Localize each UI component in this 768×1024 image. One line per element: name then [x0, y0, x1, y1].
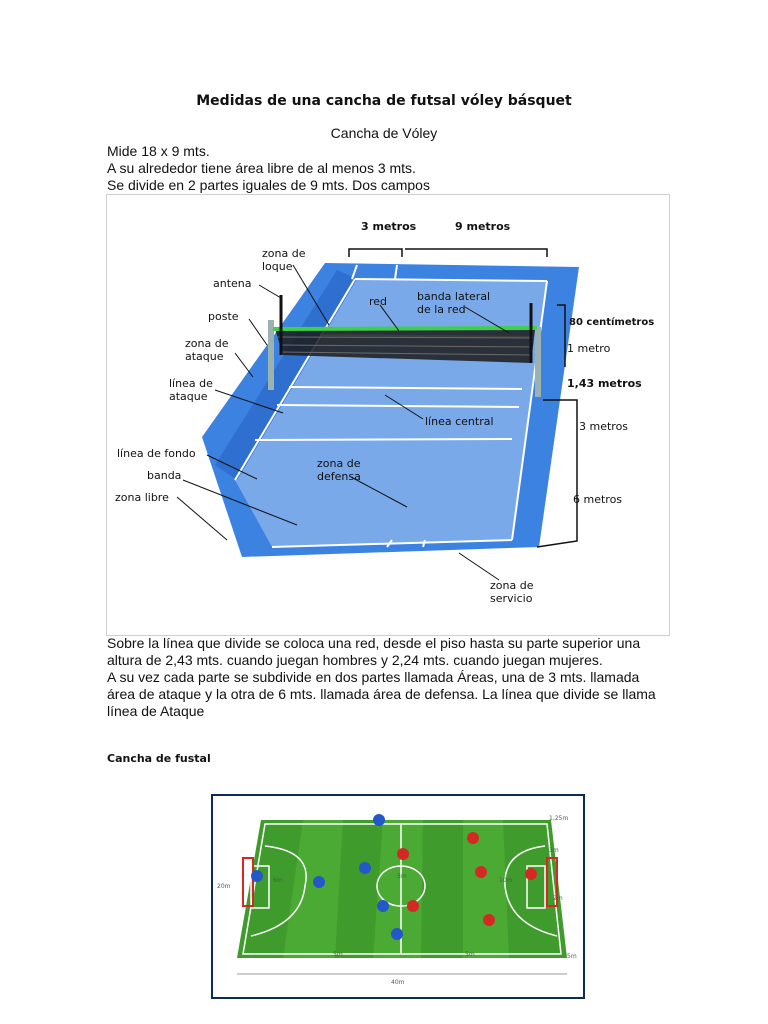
player-red [407, 900, 419, 912]
volley-description: Sobre la línea que divide se coloca una … [107, 635, 667, 720]
label-3-metros-side: 3 metros [579, 420, 628, 433]
volley-court-diagram: 3 metros 9 metros zona de loque antena p… [106, 194, 670, 636]
label-zona-libre: zona libre [115, 491, 169, 504]
player-red [397, 848, 409, 860]
document-title: Medidas de una cancha de futsal vóley bá… [196, 93, 572, 109]
label-linea-ataque-1: línea de [169, 377, 213, 390]
dim-width: 40m [391, 979, 405, 986]
goal-right [546, 857, 558, 907]
label-zona-bloque-1: zona de [262, 247, 306, 260]
label-zona-servicio-2: servicio [490, 592, 533, 605]
net-post-right [535, 327, 541, 397]
intro-line: A su alrededor tiene área libre de al me… [107, 160, 416, 176]
dim-center: 3m [397, 873, 407, 880]
volley-court-svg: 3 metros 9 metros zona de loque antena p… [115, 220, 654, 605]
dim-corner: 1,25m [549, 815, 568, 822]
description-paragraph: Sobre la línea que divide se coloca una … [107, 635, 641, 668]
dim-corner-b: 5m [567, 953, 577, 960]
player-blue [359, 862, 371, 874]
player-red [525, 868, 537, 880]
player-blue [391, 928, 403, 940]
futsal-heading: Cancha de fustal [107, 752, 211, 765]
label-zona-servicio-1: zona de [490, 579, 534, 592]
label-banda: banda [147, 469, 181, 482]
dimension-brackets [348, 248, 578, 548]
dim-goal-width: 2m [553, 895, 563, 902]
label-6-metros: 6 metros [573, 493, 622, 506]
intro-line: Mide 18 x 9 mts. [107, 143, 210, 159]
net-mesh [276, 336, 534, 356]
label-zona-ataque-2: ataque [185, 350, 224, 363]
volley-intro: Mide 18 x 9 mts. A su alrededor tiene ár… [107, 143, 667, 194]
intro-line: Se divide en 2 partes iguales de 9 mts. … [107, 177, 430, 193]
futsal-court-diagram: 40m 20m 1,25m 3m 2m 6m 10m 3m 5m 5m 5m [211, 794, 585, 999]
label-1-metro: 1 metro [567, 342, 611, 355]
player-blue [251, 870, 263, 882]
volley-heading: Cancha de Vóley [330, 125, 438, 141]
label-red: red [369, 295, 387, 308]
label-antena: antena [213, 277, 252, 290]
blue-team [251, 814, 403, 940]
label-1-43-metros: 1,43 metros [567, 377, 642, 390]
futsal-lines [242, 823, 562, 955]
label-banda-lateral-1: banda lateral [417, 290, 490, 303]
player-blue [377, 900, 389, 912]
futsal-court-svg: 40m 20m 1,25m 3m 2m 6m 10m 3m 5m 5m 5m [213, 796, 583, 997]
label-linea-ataque-2: ataque [169, 390, 208, 403]
goal-left [242, 857, 254, 907]
player-red [483, 914, 495, 926]
label-zona-defensa-2: defensa [317, 470, 361, 483]
dim-side-b: 5m [465, 951, 475, 958]
label-zona-defensa-1: zona de [317, 457, 361, 470]
dim-height: 20m [217, 883, 231, 890]
label-linea-fondo: línea de fondo [117, 447, 196, 460]
red-team [397, 832, 537, 926]
label-9-metros: 9 metros [455, 220, 511, 233]
label-zona-ataque-1: zona de [185, 337, 229, 350]
net-post-left [268, 320, 274, 390]
dim-goal-area: 3m [549, 847, 559, 854]
label-80-cm: 80 centímetros [569, 316, 654, 328]
player-red [475, 866, 487, 878]
label-banda-lateral-2: de la red [417, 303, 466, 316]
dim-side-a: 5m [333, 951, 343, 958]
player-blue [313, 876, 325, 888]
description-paragraph: A su vez cada parte se subdivide en dos … [107, 669, 656, 719]
label-zona-bloque-2: loque [262, 260, 293, 273]
player-red [467, 832, 479, 844]
label-3-metros-top: 3 metros [361, 220, 417, 233]
dim-penalty-right: 10m [499, 877, 513, 884]
net-top-band [272, 326, 538, 331]
label-linea-central: línea central [425, 415, 494, 428]
label-poste: poste [208, 310, 239, 323]
court-band [215, 270, 357, 480]
pointer-lines [176, 264, 510, 581]
dim-penalty-left: 6m [273, 877, 283, 884]
player-blue [373, 814, 385, 826]
